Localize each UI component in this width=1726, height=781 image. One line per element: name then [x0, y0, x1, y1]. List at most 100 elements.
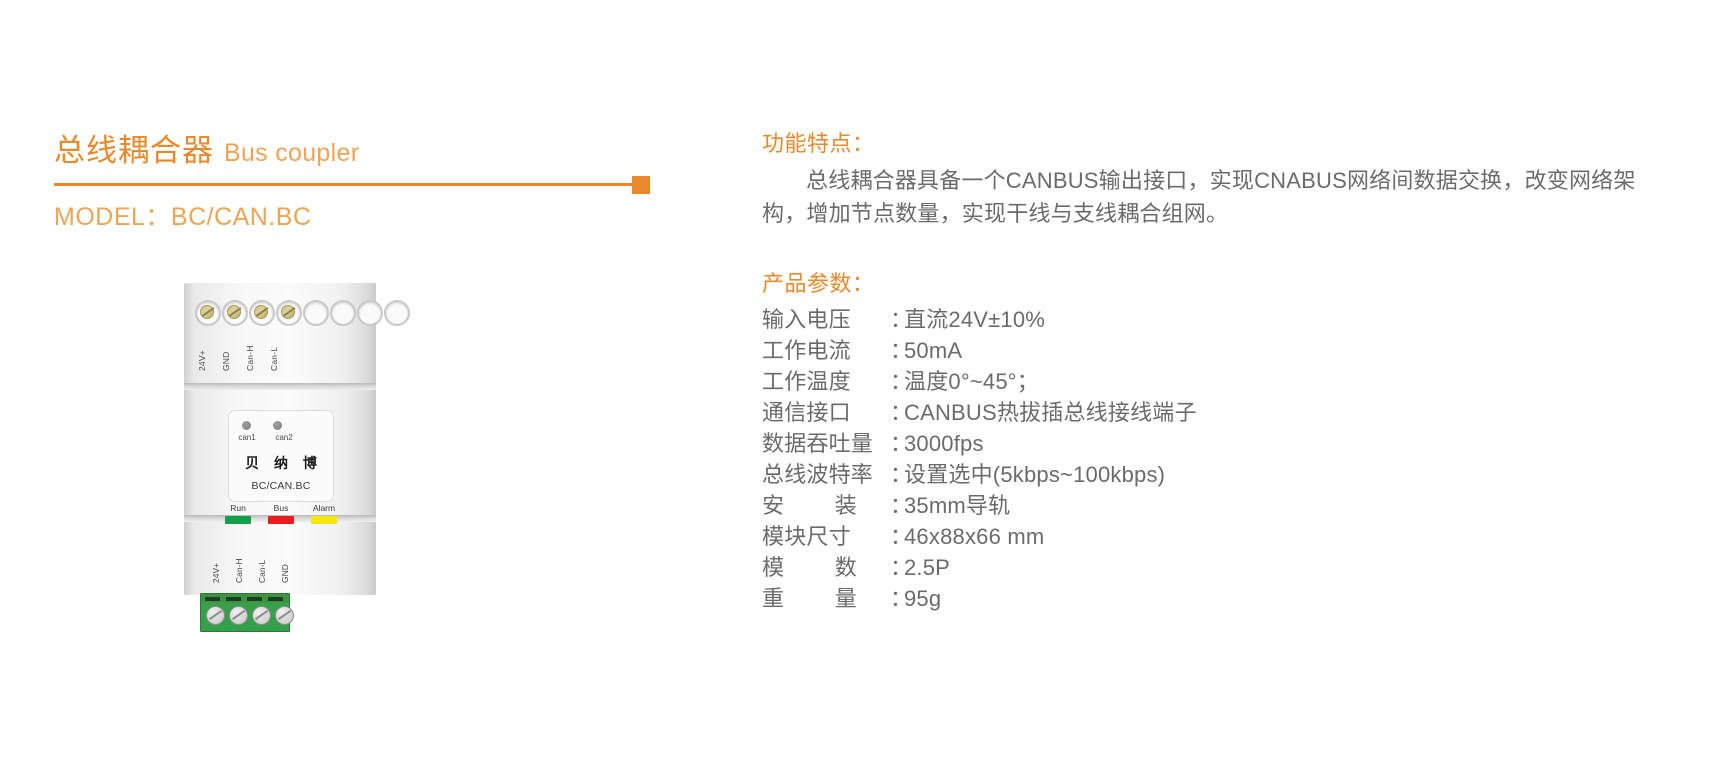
terminal-hole-empty — [330, 300, 356, 326]
param-colon: ： — [890, 462, 913, 487]
plug-screw-icon — [206, 606, 225, 625]
device-body: 24V+ GND Can-H Can-L can1 can2 贝 纳 博 BC/… — [184, 283, 410, 595]
status-led-label: Alarm — [312, 503, 336, 513]
param-row: 通信接口 ： CANBUS热拔插总线接线端子 — [762, 397, 1662, 428]
terminal-hole-empty — [357, 300, 383, 326]
plug-screw-icon — [275, 606, 294, 625]
terminal-label: Can-H — [234, 558, 244, 583]
plug-slot — [268, 597, 283, 601]
terminal-label: GND — [280, 564, 290, 583]
title-block: 总线耦合器 Bus coupler MODEL：BC/CAN.BC — [54, 125, 674, 233]
terminal-label: 24V+ — [211, 562, 221, 583]
param-colon: ： — [890, 555, 913, 580]
param-label: 重 量 — [762, 586, 857, 611]
can-led-labels: can1 can2 — [235, 433, 296, 442]
top-terminal-holes — [195, 300, 410, 326]
plug-slot — [226, 597, 241, 601]
terminal-hole-filled — [276, 300, 302, 326]
param-colon: ： — [890, 493, 913, 518]
product-photo: 24V+ GND Can-H Can-L can1 can2 贝 纳 博 BC/… — [184, 283, 410, 643]
param-row: 模 数 ： 2.5P — [762, 552, 1662, 583]
can1-label: can1 — [238, 433, 256, 442]
plug-screw-icon — [229, 606, 248, 625]
device-divider-top — [184, 383, 376, 390]
param-value: 35mm导轨 — [904, 493, 1011, 518]
rule-end-square-icon — [632, 176, 650, 194]
param-value: 2.5P — [904, 555, 951, 580]
param-row: 工作电流 ： 50mA — [762, 335, 1662, 366]
param-value: CANBUS热拔插总线接线端子 — [904, 400, 1197, 425]
param-row: 总线波特率 ： 设置选中(5kbps~100kbps) — [762, 459, 1662, 490]
status-led-indicator — [311, 516, 337, 524]
terminal-label: GND — [221, 351, 231, 372]
param-label: 总线波特率 — [762, 462, 874, 487]
terminal-hole-empty — [303, 300, 329, 326]
can2-label: can2 — [275, 433, 293, 442]
param-label: 通信接口 — [762, 400, 851, 425]
param-row: 数据吞吐量 ： 3000fps — [762, 428, 1662, 459]
param-colon: ： — [890, 338, 913, 363]
model-label: MODEL：BC/CAN.BC — [54, 203, 312, 231]
status-led-bus: Bus — [265, 503, 297, 524]
param-value: 46x88x66 mm — [904, 524, 1045, 549]
bottom-terminal-labels: 24V+ Can-H Can-L GND — [211, 535, 295, 583]
plug-slot — [247, 597, 262, 601]
page-title: 总线耦合器 — [54, 133, 214, 168]
param-value: 设置选中(5kbps~100kbps) — [904, 462, 1166, 487]
features-body: 总线耦合器具备一个CANBUS输出接口，实现CNABUS网络间数据交换，改变网络… — [762, 164, 1637, 230]
status-led-label: Bus — [273, 503, 289, 513]
param-row: 模块尺寸 ： 46x88x66 mm — [762, 521, 1662, 552]
page-subtitle-en: Bus coupler — [224, 139, 360, 167]
terminal-label: Can-H — [245, 345, 255, 371]
status-led-row: Run Bus Alarm — [222, 503, 340, 524]
faceplate-model: BC/CAN.BC — [251, 480, 311, 492]
right-column: 功能特点： 总线耦合器具备一个CANBUS输出接口，实现CNABUS网络间数据交… — [762, 126, 1662, 614]
plug-slot-group — [205, 597, 283, 601]
can-led-group — [242, 421, 282, 430]
device-faceplate: can1 can2 贝 纳 博 BC/CAN.BC — [228, 410, 334, 502]
can2-led-icon — [273, 421, 282, 430]
param-colon: ： — [890, 524, 913, 549]
param-colon: ： — [890, 431, 913, 456]
terminal-hole-filled — [249, 300, 275, 326]
param-value: 直流24V±10% — [904, 307, 1046, 332]
terminal-label: Can-L — [269, 346, 279, 371]
param-label: 数据吞吐量 — [762, 431, 874, 456]
param-colon: ： — [890, 369, 913, 394]
top-terminal-labels: 24V+ GND Can-H Can-L — [197, 327, 292, 371]
title-rule — [54, 176, 674, 194]
status-led-alarm: Alarm — [308, 503, 340, 524]
rule-line — [54, 183, 642, 186]
parameters-block: 产品参数： 输入电压 ： 直流24V±10% 工作电流 ： 50mA 工作温度 … — [762, 266, 1662, 614]
parameters-heading: 产品参数： — [762, 271, 875, 296]
plug-screw-group — [206, 606, 294, 625]
plug-slot — [205, 597, 220, 601]
param-value: 95g — [904, 586, 942, 611]
terminal-label: Can-L — [257, 559, 267, 583]
param-row: 输入电压 ： 直流24V±10% — [762, 304, 1662, 335]
param-colon: ： — [890, 400, 913, 425]
param-row: 重 量 ： 95g — [762, 583, 1662, 614]
status-led-run: Run — [222, 503, 254, 524]
features-heading: 功能特点： — [762, 131, 875, 156]
param-colon: ： — [890, 307, 913, 332]
param-label: 工作电流 — [762, 338, 851, 363]
plug-screw-icon — [252, 606, 271, 625]
param-label: 工作温度 — [762, 369, 851, 394]
product-title-row: 总线耦合器 Bus coupler — [54, 125, 674, 170]
green-terminal-plug — [200, 593, 294, 632]
param-label: 输入电压 — [762, 307, 851, 332]
param-value: 50mA — [904, 338, 963, 363]
param-row: 工作温度 ： 温度0°~45°； — [762, 366, 1662, 397]
can1-led-icon — [242, 421, 251, 430]
status-led-label: Run — [230, 503, 246, 513]
param-value: 温度0°~45°； — [904, 369, 1039, 394]
features-text: 总线耦合器具备一个CANBUS输出接口，实现CNABUS网络间数据交换，改变网络… — [762, 168, 1636, 226]
param-value: 3000fps — [904, 431, 984, 456]
param-colon: ： — [890, 586, 913, 611]
status-led-indicator — [225, 516, 251, 524]
param-label: 模块尺寸 — [762, 524, 851, 549]
terminal-hole-filled — [195, 300, 221, 326]
terminal-hole-empty — [384, 300, 410, 326]
terminal-hole-filled — [222, 300, 248, 326]
